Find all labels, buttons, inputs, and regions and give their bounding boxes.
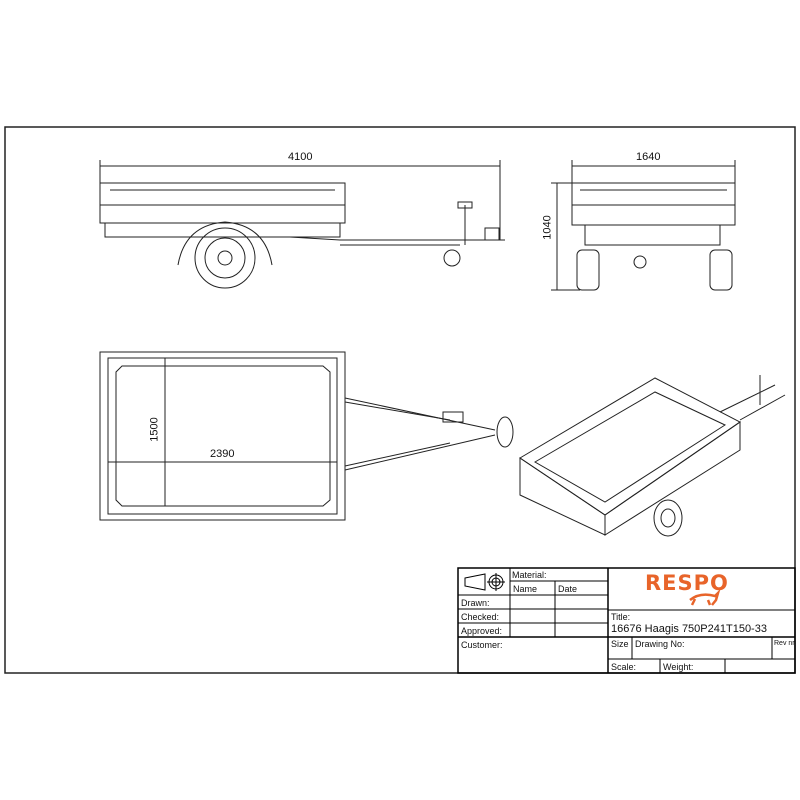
weight-label: Weight: <box>663 662 694 672</box>
date-label: Date <box>558 584 578 594</box>
dim-inner-length: 2390 <box>210 448 235 460</box>
rear-view <box>551 160 736 291</box>
scale-label: Scale: <box>611 662 637 672</box>
projection-symbol-icon <box>464 573 505 591</box>
top-view <box>99 351 514 521</box>
title-label: Title: <box>611 612 631 622</box>
title-block <box>457 567 796 674</box>
dim-height: 1040 <box>541 215 554 240</box>
name-label: Name <box>513 584 538 594</box>
approved-label: Approved: <box>461 626 503 636</box>
material-label: Material: <box>512 570 547 580</box>
side-view <box>99 160 505 289</box>
customer-label: Customer: <box>461 640 503 650</box>
dim-inner-width: 1500 <box>148 417 161 442</box>
rev-label: Rev nr. <box>774 640 797 647</box>
checked-label: Checked: <box>461 612 500 622</box>
dim-width: 1640 <box>636 151 661 163</box>
drawing-title: 16676 Haagis 750P241T150-33 <box>611 623 767 635</box>
bull-logo-icon <box>689 588 721 606</box>
drawing-frame <box>4 126 796 674</box>
isometric-view <box>519 375 786 537</box>
drawing-no-label: Drawing No: <box>635 639 685 649</box>
dim-length: 4100 <box>288 151 313 163</box>
respo-logo: RESPO <box>645 571 729 595</box>
size-label: Size <box>611 639 629 649</box>
drawn-label: Drawn: <box>461 598 490 608</box>
